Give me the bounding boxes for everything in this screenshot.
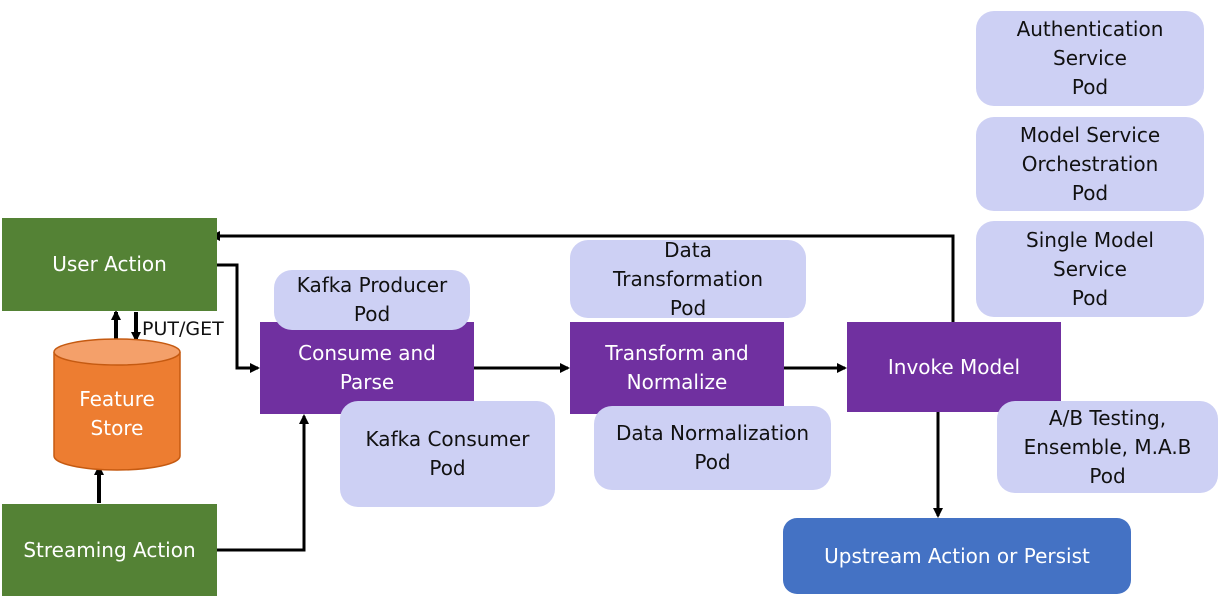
ab-testing-pod: A/B Testing, Ensemble, M.A.B Pod (997, 401, 1218, 493)
arrow-stream-to-consume (217, 414, 309, 552)
invoke-model-node: Invoke Model (847, 322, 1061, 412)
kafka-producer-pod: Kafka Producer Pod (274, 270, 470, 330)
authentication-service-pod: Authentication Service Pod (976, 11, 1204, 106)
user-action-node: User Action (2, 218, 217, 311)
arrow-user-to-consume (217, 263, 260, 373)
feature-store-cylinder (53, 338, 181, 471)
upstream-node: Upstream Action or Persist (783, 518, 1131, 594)
single-model-service-pod: Single Model Service Pod (976, 221, 1204, 317)
data-transformation-pod: Data Transformation Pod (570, 238, 806, 320)
model-orchestration-pod: Model Service Orchestration Pod (976, 117, 1204, 211)
transform-normalize-node: Transform and Normalize (570, 322, 784, 414)
streaming-action-node: Streaming Action (2, 504, 217, 596)
arrow-invoke-to-user (210, 231, 955, 322)
data-normalization-pod: Data Normalization Pod (594, 406, 831, 490)
feature-store-label: Feature Store (79, 387, 155, 440)
consume-parse-node: Consume and Parse (260, 322, 474, 414)
kafka-consumer-pod: Kafka Consumer Pod (340, 401, 555, 507)
put-get-label: PUT/GET (142, 318, 224, 340)
